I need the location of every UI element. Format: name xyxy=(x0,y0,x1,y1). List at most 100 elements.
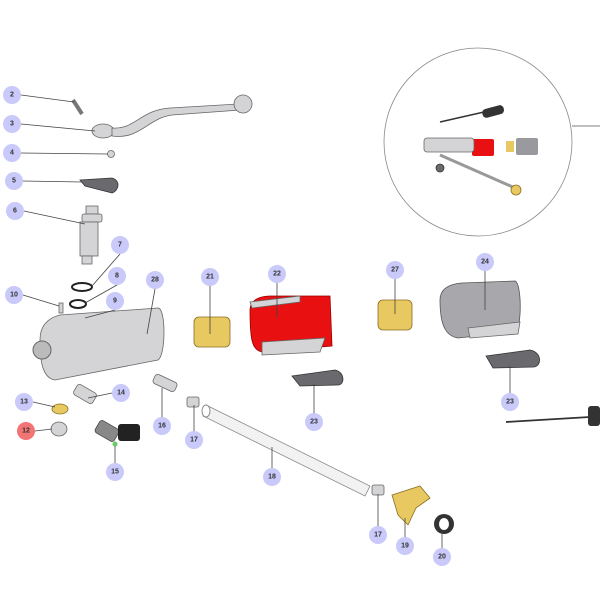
callout-label: 5 xyxy=(12,178,16,185)
callout-circle xyxy=(6,202,24,220)
part-tube-18 xyxy=(201,404,371,497)
callout-label: 23 xyxy=(506,399,514,406)
part-stem-6 xyxy=(79,205,103,265)
callout-circle xyxy=(369,526,387,544)
callout-circle xyxy=(3,115,21,133)
callout-circle xyxy=(106,463,124,481)
callout-label: 4 xyxy=(10,150,14,157)
callout-label: 27 xyxy=(391,267,399,274)
callout-label: 6 xyxy=(13,208,17,215)
callout-9[interactable]: 9 xyxy=(106,292,124,310)
callout-circle xyxy=(108,267,126,285)
callout-circle xyxy=(3,86,21,104)
part-fitting-14 xyxy=(73,384,97,404)
callout-circle xyxy=(153,417,171,435)
part-body-28 xyxy=(32,307,165,381)
callout-5[interactable]: 5 xyxy=(5,172,23,190)
callout-label: 22 xyxy=(273,271,281,278)
callout-19[interactable]: 19 xyxy=(396,537,414,555)
callout-label: 20 xyxy=(438,554,446,561)
callout-circle xyxy=(305,413,323,431)
part-pin-10 xyxy=(58,302,64,314)
part-washer-13 xyxy=(51,403,69,415)
callout-circle xyxy=(396,537,414,555)
callout-10[interactable]: 10 xyxy=(5,286,23,304)
part-clamp-17a xyxy=(186,396,200,408)
callout-circle xyxy=(263,468,281,486)
callout-27[interactable]: 27 xyxy=(386,261,404,279)
callout-circle xyxy=(146,271,164,289)
part-latch-23a xyxy=(291,369,344,387)
callout-23[interactable]: 23 xyxy=(305,413,323,431)
part-rod xyxy=(505,406,600,426)
callout-label: 21 xyxy=(206,274,214,281)
callout-label: 19 xyxy=(401,543,409,550)
callout-8[interactable]: 8 xyxy=(108,267,126,285)
overview-inset xyxy=(383,47,600,237)
callout-22[interactable]: 22 xyxy=(268,265,286,283)
callout-circle xyxy=(15,393,33,411)
callout-circle xyxy=(185,431,203,449)
callout-4[interactable]: 4 xyxy=(3,144,21,162)
callout-label: 3 xyxy=(10,121,14,128)
callout-23[interactable]: 23 xyxy=(501,393,519,411)
callout-label: 15 xyxy=(111,469,119,476)
callout-2[interactable]: 2 xyxy=(3,86,21,104)
callout-label: 9 xyxy=(113,298,117,305)
callout-label: 12 xyxy=(22,428,30,435)
leader-lines xyxy=(20,94,511,548)
part-plate-5 xyxy=(79,177,119,194)
callout-13[interactable]: 13 xyxy=(15,393,33,411)
callout-14[interactable]: 14 xyxy=(112,384,130,402)
callout-6[interactable]: 6 xyxy=(6,202,24,220)
callout-circle xyxy=(112,384,130,402)
callout-label: 24 xyxy=(481,259,489,266)
callout-circle xyxy=(501,393,519,411)
part-nut-4 xyxy=(107,150,115,158)
callout-15[interactable]: 15 xyxy=(106,463,124,481)
callout-circle xyxy=(17,422,35,440)
callout-circle xyxy=(5,286,23,304)
part-nut-12 xyxy=(50,421,68,437)
callout-7[interactable]: 7 xyxy=(111,236,129,254)
callout-circle xyxy=(268,265,286,283)
part-pin-2 xyxy=(71,98,84,116)
callout-circle xyxy=(433,548,451,566)
callout-label: 16 xyxy=(158,423,166,430)
callout-circle xyxy=(5,172,23,190)
part-valve-15 xyxy=(94,420,140,447)
part-clamp-17b xyxy=(371,484,385,496)
callout-label: 2 xyxy=(10,92,14,99)
part-seal-20 xyxy=(434,514,454,534)
callout-label: 23 xyxy=(310,419,318,426)
part-fitting-21 xyxy=(193,316,231,348)
callout-label: 8 xyxy=(115,273,119,280)
callout-21[interactable]: 21 xyxy=(201,268,219,286)
callout-label: 17 xyxy=(374,532,382,539)
part-coupler-24 xyxy=(439,280,521,339)
callout-18[interactable]: 18 xyxy=(263,468,281,486)
part-latch-23b xyxy=(485,349,540,369)
callout-20[interactable]: 20 xyxy=(433,548,451,566)
callout-3[interactable]: 3 xyxy=(3,115,21,133)
callout-label: 18 xyxy=(268,474,276,481)
callout-circle xyxy=(201,268,219,286)
callout-circle xyxy=(476,253,494,271)
part-coupler-22 xyxy=(249,295,333,356)
callout-label: 28 xyxy=(151,277,159,284)
callout-12[interactable]: 12 xyxy=(17,422,35,440)
callout-28[interactable]: 28 xyxy=(146,271,164,289)
callout-17[interactable]: 17 xyxy=(185,431,203,449)
callout-circle xyxy=(111,236,129,254)
callout-24[interactable]: 24 xyxy=(476,253,494,271)
callout-17[interactable]: 17 xyxy=(369,526,387,544)
callout-circle xyxy=(106,292,124,310)
part-fitting-16 xyxy=(152,373,178,393)
part-lever-3 xyxy=(91,94,253,139)
callout-circle xyxy=(3,144,21,162)
callout-16[interactable]: 16 xyxy=(153,417,171,435)
part-claw-coupling-19 xyxy=(391,485,431,526)
callout-label: 17 xyxy=(190,437,198,444)
